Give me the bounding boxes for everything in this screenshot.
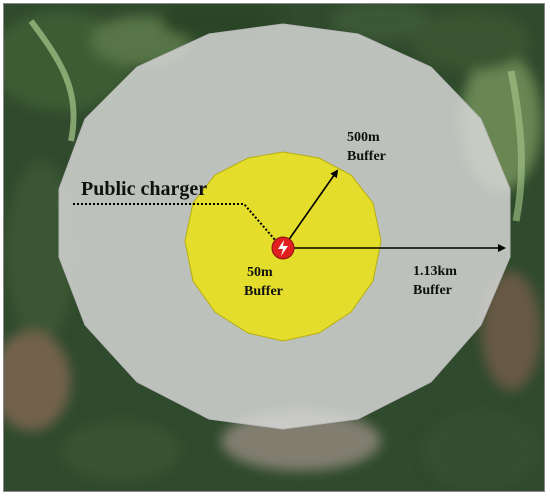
public-charger-leader-line	[73, 203, 283, 249]
buffer-1-13km-distance: 1.13km	[413, 264, 457, 279]
buffer-1-13km-label: 1.13km Buffer	[413, 263, 457, 301]
buffer-500m-distance: 500m	[347, 130, 380, 145]
public-charger-text: Public charger	[81, 178, 208, 200]
satellite-map: Public charger 500m Buffer 50m Buffer 1.…	[3, 3, 545, 492]
buffer-500m-word: Buffer	[347, 148, 386, 164]
arrow-500m-radius	[282, 169, 339, 249]
ev-charger-marker-icon	[271, 236, 295, 260]
buffer-50m-label: 50m Buffer	[244, 264, 283, 302]
buffer-1-13km-word: Buffer	[413, 282, 452, 298]
buffer-50m-word: Buffer	[244, 283, 283, 299]
public-charger-label: Public charger	[81, 176, 207, 203]
buffer-500m-label: 500m Buffer	[347, 129, 386, 167]
map-canvas	[4, 4, 544, 491]
buffer-50m-distance: 50m	[247, 265, 273, 280]
